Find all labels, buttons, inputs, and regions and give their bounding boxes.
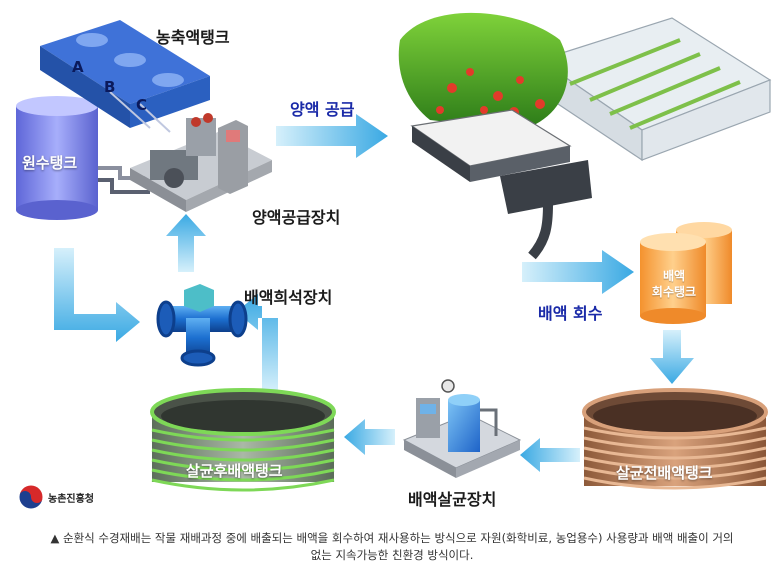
arrow-raw-to-dilution [54,248,140,342]
label-drain-recovery: 배액 회수 [538,304,603,323]
logo-text: 농촌진흥청 [48,493,94,505]
arrow-recovery [522,250,634,294]
concentrate-tanks [40,20,210,133]
label-tank-c: C [136,96,148,114]
label-tank-b: B [104,78,116,96]
raw-water-tank [16,96,98,220]
label-drain-recovery-tank-line1: 배액 [662,269,686,283]
label-pre-sterile-tank: 살균전배액탱크 [616,464,713,482]
label-drain-recovery-tank: 배액 회수탱크 [646,268,702,300]
label-sterilizer: 배액살균장치 [408,490,497,509]
label-post-sterile-tank: 살균후배액탱크 [186,462,283,480]
drain-recovery-tank [640,222,732,324]
drain-sterilizer [402,379,522,478]
arrow-sterilizer-to-poststerile [344,419,395,455]
cultivation-bed [398,12,592,260]
arrow-down-to-presterile [650,330,694,384]
caption-line1: ▲ 순환식 수경재배는 작물 재배과정 중에 배출되는 배액을 회수하여 재사용… [50,531,734,545]
caption-line2: 없는 지속가능한 친환경 방식이다. [310,548,474,562]
label-supply: 양액 공급 [290,100,355,119]
caption: ▲ 순환식 수경재배는 작물 재배과정 중에 배출되는 배액을 회수하여 재사용… [0,530,784,564]
supply-device [130,113,272,212]
label-drain-recovery-tank-line2: 회수탱크 [651,285,697,299]
taegeuk-icon [18,484,44,510]
label-tank-a: A [72,58,84,76]
drain-dilution-device [156,284,248,367]
arrow-supply [276,114,388,158]
diagram-canvas [16,12,772,492]
label-drain-dilution: 배액희석장치 [244,288,333,307]
hydroponics-diagram: 농축액탱크 A B C 원수탱크 양액 공급 양액공급장치 배액희석장치 배액 … [16,12,772,510]
label-nutrient-tank: 농축액탱크 [156,28,230,47]
greenhouse [538,17,772,162]
arrow-presterile-to-sterilizer [520,438,580,472]
post-sterile-tank [150,388,336,492]
pre-sterile-tank [582,388,768,490]
label-supply-device: 양액공급장치 [252,208,341,227]
arrow-dilution-to-supply [166,214,206,272]
label-raw-water-tank: 원수탱크 [22,154,78,172]
rda-logo: 농촌진흥청 [18,484,94,510]
